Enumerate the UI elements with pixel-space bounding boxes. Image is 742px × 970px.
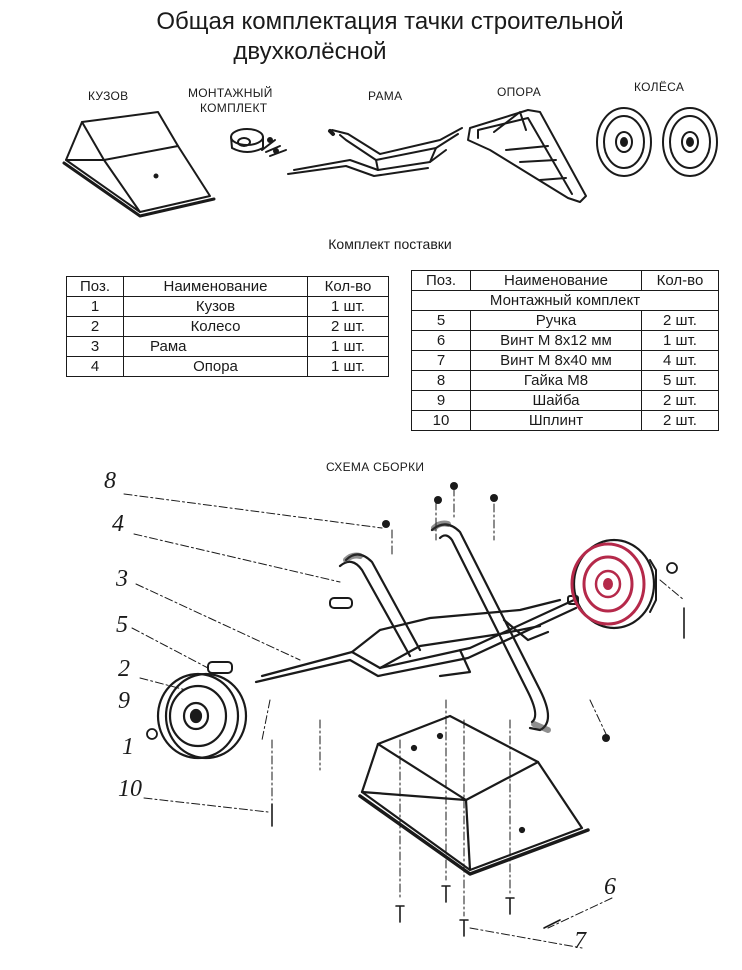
row-name: Шплинт (470, 410, 642, 431)
col-header-qty: Кол-во (307, 276, 389, 297)
part-caption-mount-kit-2: КОМПЛЕКТ (200, 101, 268, 115)
row-name: Кузов (123, 296, 308, 317)
row-pos: 7 (411, 350, 471, 371)
row-pos: 4 (66, 356, 124, 377)
row-name: Гайка М8 (470, 370, 642, 391)
table-row: 7 Винт М 8х40 мм 4 шт. (411, 350, 719, 371)
row-pos: 5 (411, 310, 471, 331)
col-header-pos: Поз. (411, 270, 471, 291)
part-caption-mount-kit-1: МОНТАЖНЫЙ (188, 86, 273, 100)
part-caption-wheels: КОЛЁСА (634, 80, 685, 94)
table-row: 2 Колесо 2 шт. (66, 316, 389, 337)
col-header-pos: Поз. (66, 276, 124, 297)
right-wheel-part (570, 538, 657, 630)
body-part (358, 714, 590, 876)
part-caption-support: ОПОРА (497, 85, 541, 99)
callout-9: 9 (118, 688, 130, 714)
assembly-diagram (123, 482, 685, 949)
callout-1: 1 (122, 734, 134, 760)
row-name: Шайба (470, 390, 642, 411)
small-hardware (207, 595, 579, 674)
row-qty: 1 шт. (307, 296, 389, 317)
callout-8: 8 (104, 468, 116, 494)
row-pos: 2 (66, 316, 124, 337)
row-qty: 5 шт. (641, 370, 719, 391)
row-name: Колесо (123, 316, 308, 337)
row-qty: 2 шт. (641, 410, 719, 431)
table-row: 3 Рама 1 шт. (66, 336, 389, 357)
row-qty: 1 шт. (641, 330, 719, 351)
mount-kit-image (230, 128, 287, 157)
spec-table-main-parts: Поз. Наименование Кол-во 1 Кузов 1 шт. 2… (66, 276, 389, 377)
table-row: 1 Кузов 1 шт. (66, 296, 389, 317)
col-header-name: Наименование (123, 276, 308, 297)
parts-illustration-row (62, 107, 718, 218)
callout-7: 7 (574, 928, 586, 954)
supply-title: Комплект поставки (328, 236, 452, 252)
table-group-row: Монтажный комплект (411, 290, 719, 311)
row-pos: 6 (411, 330, 471, 351)
callout-3: 3 (116, 566, 128, 592)
row-name: Ручка (470, 310, 642, 331)
table-header-row: Поз. Наименование Кол-во (66, 276, 389, 297)
part-caption-body: КУЗОВ (88, 89, 129, 103)
row-name: Опора (123, 356, 308, 377)
row-name: Винт М 8х12 мм (470, 330, 642, 351)
callout-2: 2 (118, 656, 130, 682)
part-caption-frame: РАМА (368, 89, 403, 103)
row-name: Рама (123, 336, 308, 357)
wheels-image (596, 107, 718, 177)
col-header-qty: Кол-во (641, 270, 719, 291)
row-pos: 10 (411, 410, 471, 431)
table-row: 6 Винт М 8х12 мм 1 шт. (411, 330, 719, 351)
nuts-washers (382, 482, 610, 742)
table-header-row: Поз. Наименование Кол-во (411, 270, 719, 291)
leader-lines (123, 487, 685, 949)
row-pos: 3 (66, 336, 124, 357)
table-row: 9 Шайба 2 шт. (411, 390, 719, 411)
group-title: Монтажный комплект (411, 290, 719, 311)
row-qty: 2 шт. (641, 310, 719, 331)
callout-6: 6 (604, 874, 616, 900)
row-qty: 2 шт. (307, 316, 389, 337)
callout-10: 10 (118, 776, 142, 802)
page-title-line1: Общая комплектация тачки строительной (156, 8, 624, 35)
row-pos: 9 (411, 390, 471, 411)
left-wheel-part (156, 672, 248, 760)
assembly-title: СХЕМА СБОРКИ (326, 460, 425, 474)
frame-image (287, 127, 463, 177)
body-part-image (62, 111, 216, 218)
row-qty: 4 шт. (641, 350, 719, 371)
table-row: 10 Шплинт 2 шт. (411, 410, 719, 431)
row-qty: 1 шт. (307, 336, 389, 357)
row-name: Винт М 8х40 мм (470, 350, 642, 371)
support-image (467, 109, 587, 203)
callout-4: 4 (112, 511, 124, 537)
page-title-line2: двухколёсной (233, 38, 387, 65)
callout-5: 5 (116, 612, 128, 638)
col-header-name: Наименование (470, 270, 642, 291)
row-qty: 1 шт. (307, 356, 389, 377)
row-pos: 8 (411, 370, 471, 391)
bolts (271, 607, 685, 937)
spec-table-mount-kit: Поз. Наименование Кол-во Монтажный компл… (411, 270, 719, 431)
row-qty: 2 шт. (641, 390, 719, 411)
frame-part (254, 598, 578, 684)
table-row: 5 Ручка 2 шт. (411, 310, 719, 331)
table-row: 4 Опора 1 шт. (66, 356, 389, 377)
row-pos: 1 (66, 296, 124, 317)
table-row: 8 Гайка М8 5 шт. (411, 370, 719, 391)
